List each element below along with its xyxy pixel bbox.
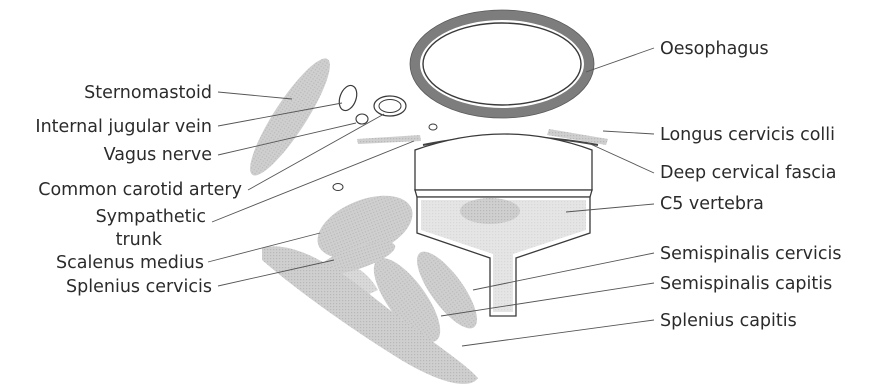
leader-sternomastoid [218, 92, 292, 99]
label-splenius-capitis: Splenius capitis [660, 311, 797, 331]
label-splenius-cervicis: Splenius cervicis [66, 277, 212, 297]
leader-deep-cervical-fascia [586, 142, 654, 173]
label-c5-vertebra: C5 vertebra [660, 194, 764, 214]
leader-oesophagus [586, 48, 654, 72]
label-vagus-nerve: Vagus nerve [104, 145, 212, 165]
label-semispinalis-capitis: Semispinalis capitis [660, 274, 832, 294]
leader-longus-cervicis-colli [603, 131, 654, 134]
leader-splenius-capitis [462, 320, 654, 346]
oesophagus-structure [410, 10, 594, 118]
leader-semispinalis-capitis [441, 283, 654, 316]
label-sternomastoid: Sternomastoid [84, 83, 212, 103]
sympathetic-trunk-structure [333, 184, 343, 191]
label-common-carotid-artery: Common carotid artery [38, 180, 242, 200]
label-deep-cervical-fascia: Deep cervical fascia [660, 163, 836, 183]
sternomastoid-structure [239, 50, 341, 183]
label-longus-cervicis-colli: Longus cervicis colli [660, 125, 835, 145]
internal-jugular-vein-structure [336, 83, 360, 113]
common-carotid-artery-structure [374, 96, 406, 116]
label-sympathetic-line2: trunk [116, 230, 163, 250]
longus-cervicis-colli-left-structure [357, 135, 421, 144]
label-semispinalis-cervicis: Semispinalis cervicis [660, 244, 842, 264]
label-oesophagus: Oesophagus [660, 39, 769, 59]
small-node-upper [429, 124, 437, 130]
label-scalenus-medius: Scalenus medius [56, 253, 204, 273]
label-sympathetic-line1: Sympathetic [96, 207, 206, 227]
vagus-nerve-structure [356, 114, 368, 124]
label-internal-jugular-vein: Internal jugular vein [35, 117, 212, 137]
